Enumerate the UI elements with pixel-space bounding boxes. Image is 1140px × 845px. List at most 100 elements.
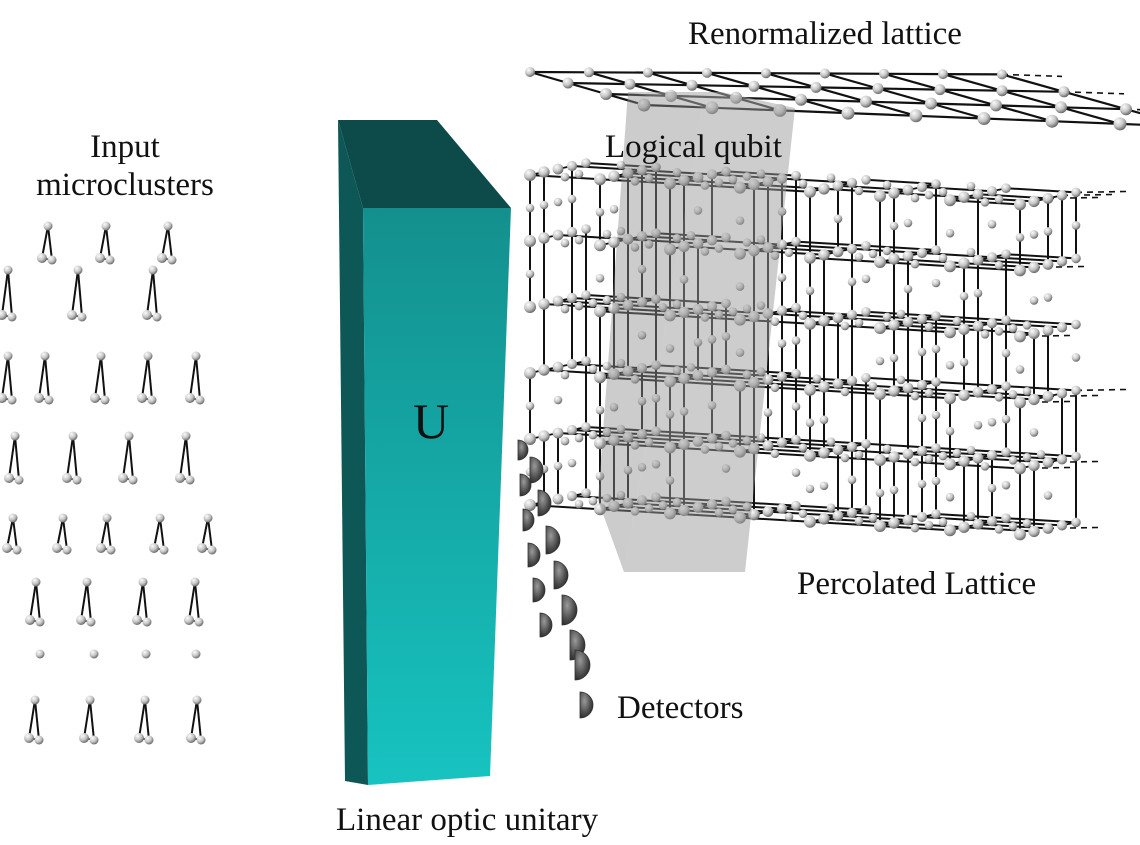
lattice-edge <box>824 72 879 90</box>
lattice-edge-dashed <box>1047 526 1104 530</box>
sphere-node-icon <box>636 165 648 176</box>
sphere-node-icon <box>938 451 948 461</box>
sphere-node-icon <box>875 356 885 366</box>
sphere-node-icon <box>196 735 206 745</box>
sphere-node-icon <box>902 184 914 196</box>
sphere-node-icon <box>686 79 698 91</box>
sphere-node-icon <box>1043 293 1053 302</box>
sphere-node-icon <box>702 67 712 78</box>
sphere-node-icon <box>636 363 648 374</box>
sphere-node-icon <box>574 235 584 245</box>
sphere-node-icon <box>1028 525 1040 538</box>
sphere-node-icon <box>524 433 536 445</box>
sphere-node-icon <box>525 203 535 213</box>
sphere-node-icon <box>1001 447 1011 458</box>
sphere-node-icon <box>1029 296 1039 305</box>
sphere-node-icon <box>1042 325 1054 336</box>
sphere-node-icon <box>804 449 816 462</box>
sphere-node-icon <box>538 232 550 244</box>
sphere-node-icon <box>958 455 970 467</box>
microcluster-edge <box>6 517 14 549</box>
sphere-node-icon <box>608 236 620 248</box>
sphere-node-icon <box>987 417 997 427</box>
sphere-node-icon <box>910 523 920 533</box>
sphere-node-icon <box>148 265 158 275</box>
sphere-node-icon <box>931 311 941 321</box>
lattice-edge-dashed <box>1047 460 1104 464</box>
sphere-node-icon <box>584 67 594 78</box>
unitary-slab-front <box>363 208 511 785</box>
lattice-edge <box>883 72 941 91</box>
microcluster-edge <box>38 355 46 399</box>
sphere-node-icon <box>96 543 106 553</box>
lattice-edge-dashed <box>1019 334 1076 338</box>
microcluster-edge <box>188 581 196 621</box>
sphere-node-icon <box>1001 414 1011 424</box>
sphere-node-icon <box>776 503 788 514</box>
sphere-node-icon <box>602 295 612 305</box>
sphere-node-icon <box>980 330 990 339</box>
lattice-edge <box>983 117 1053 123</box>
sphere-node-icon <box>1071 517 1081 528</box>
sphere-node-icon <box>14 475 24 485</box>
microcluster-edge <box>194 581 200 623</box>
microcluster-edge <box>7 269 13 318</box>
sphere-node-icon <box>958 521 970 533</box>
lattice-edge <box>995 104 1062 109</box>
sphere-node-icon <box>12 545 22 555</box>
sphere-node-icon <box>931 443 941 453</box>
sphere-node-icon <box>804 515 816 528</box>
sphere-node-icon <box>903 218 913 228</box>
sphere-node-icon <box>874 454 886 466</box>
sphere-node-icon <box>861 175 871 185</box>
sphere-node-icon <box>1113 117 1127 131</box>
sphere-node-icon <box>770 383 780 393</box>
sphere-node-icon <box>784 512 794 521</box>
sphere-node-icon <box>826 503 836 512</box>
sphere-node-icon <box>994 195 1004 204</box>
microcluster-edge <box>105 225 111 261</box>
microcluster-edge <box>195 355 201 401</box>
sphere-node-icon <box>776 305 788 316</box>
sphere-node-icon <box>524 301 536 313</box>
sphere-node-icon <box>1001 183 1011 193</box>
sphere-node-icon <box>972 188 984 200</box>
sphere-node-icon <box>1015 365 1025 374</box>
sphere-node-icon <box>959 357 969 367</box>
sphere-node-icon <box>810 81 822 93</box>
sphere-node-icon <box>134 733 144 743</box>
lattice-edge <box>847 112 917 117</box>
sphere-node-icon <box>896 375 906 385</box>
sphere-node-icon <box>616 424 626 434</box>
sphere-node-icon <box>622 233 634 245</box>
sphere-node-icon <box>986 384 998 395</box>
lattice-edge <box>753 85 817 89</box>
sphere-node-icon <box>972 452 984 464</box>
microcluster-edge <box>56 517 64 549</box>
sphere-node-icon <box>1014 462 1026 475</box>
sphere-node-icon <box>1071 451 1081 462</box>
sphere-node-icon <box>812 374 822 384</box>
sphere-node-icon <box>651 228 661 238</box>
microcluster-edge <box>47 225 53 261</box>
sphere-node-icon <box>574 169 584 179</box>
sphere-node-icon <box>30 695 40 705</box>
sphere-node-icon <box>581 224 591 234</box>
hemisphere-detector-icon <box>579 691 594 719</box>
sphere-node-icon <box>805 418 815 428</box>
sphere-node-icon <box>144 735 154 745</box>
sphere-node-icon <box>105 255 115 265</box>
sphere-node-icon <box>934 84 946 96</box>
sphere-node-icon <box>553 461 563 471</box>
sphere-node-icon <box>931 509 941 519</box>
microcluster-edge <box>122 435 130 479</box>
sphere-node-icon <box>567 194 577 204</box>
lattice-edge <box>930 102 997 107</box>
sphere-node-icon <box>854 318 864 328</box>
sphere-node-icon <box>1055 101 1067 114</box>
sphere-node-icon <box>616 490 626 500</box>
sphere-node-icon <box>566 424 578 436</box>
sphere-node-icon <box>1001 480 1011 490</box>
percolated-lattice-label: Percolated Lattice <box>797 566 1037 602</box>
sphere-node-icon <box>924 190 934 200</box>
